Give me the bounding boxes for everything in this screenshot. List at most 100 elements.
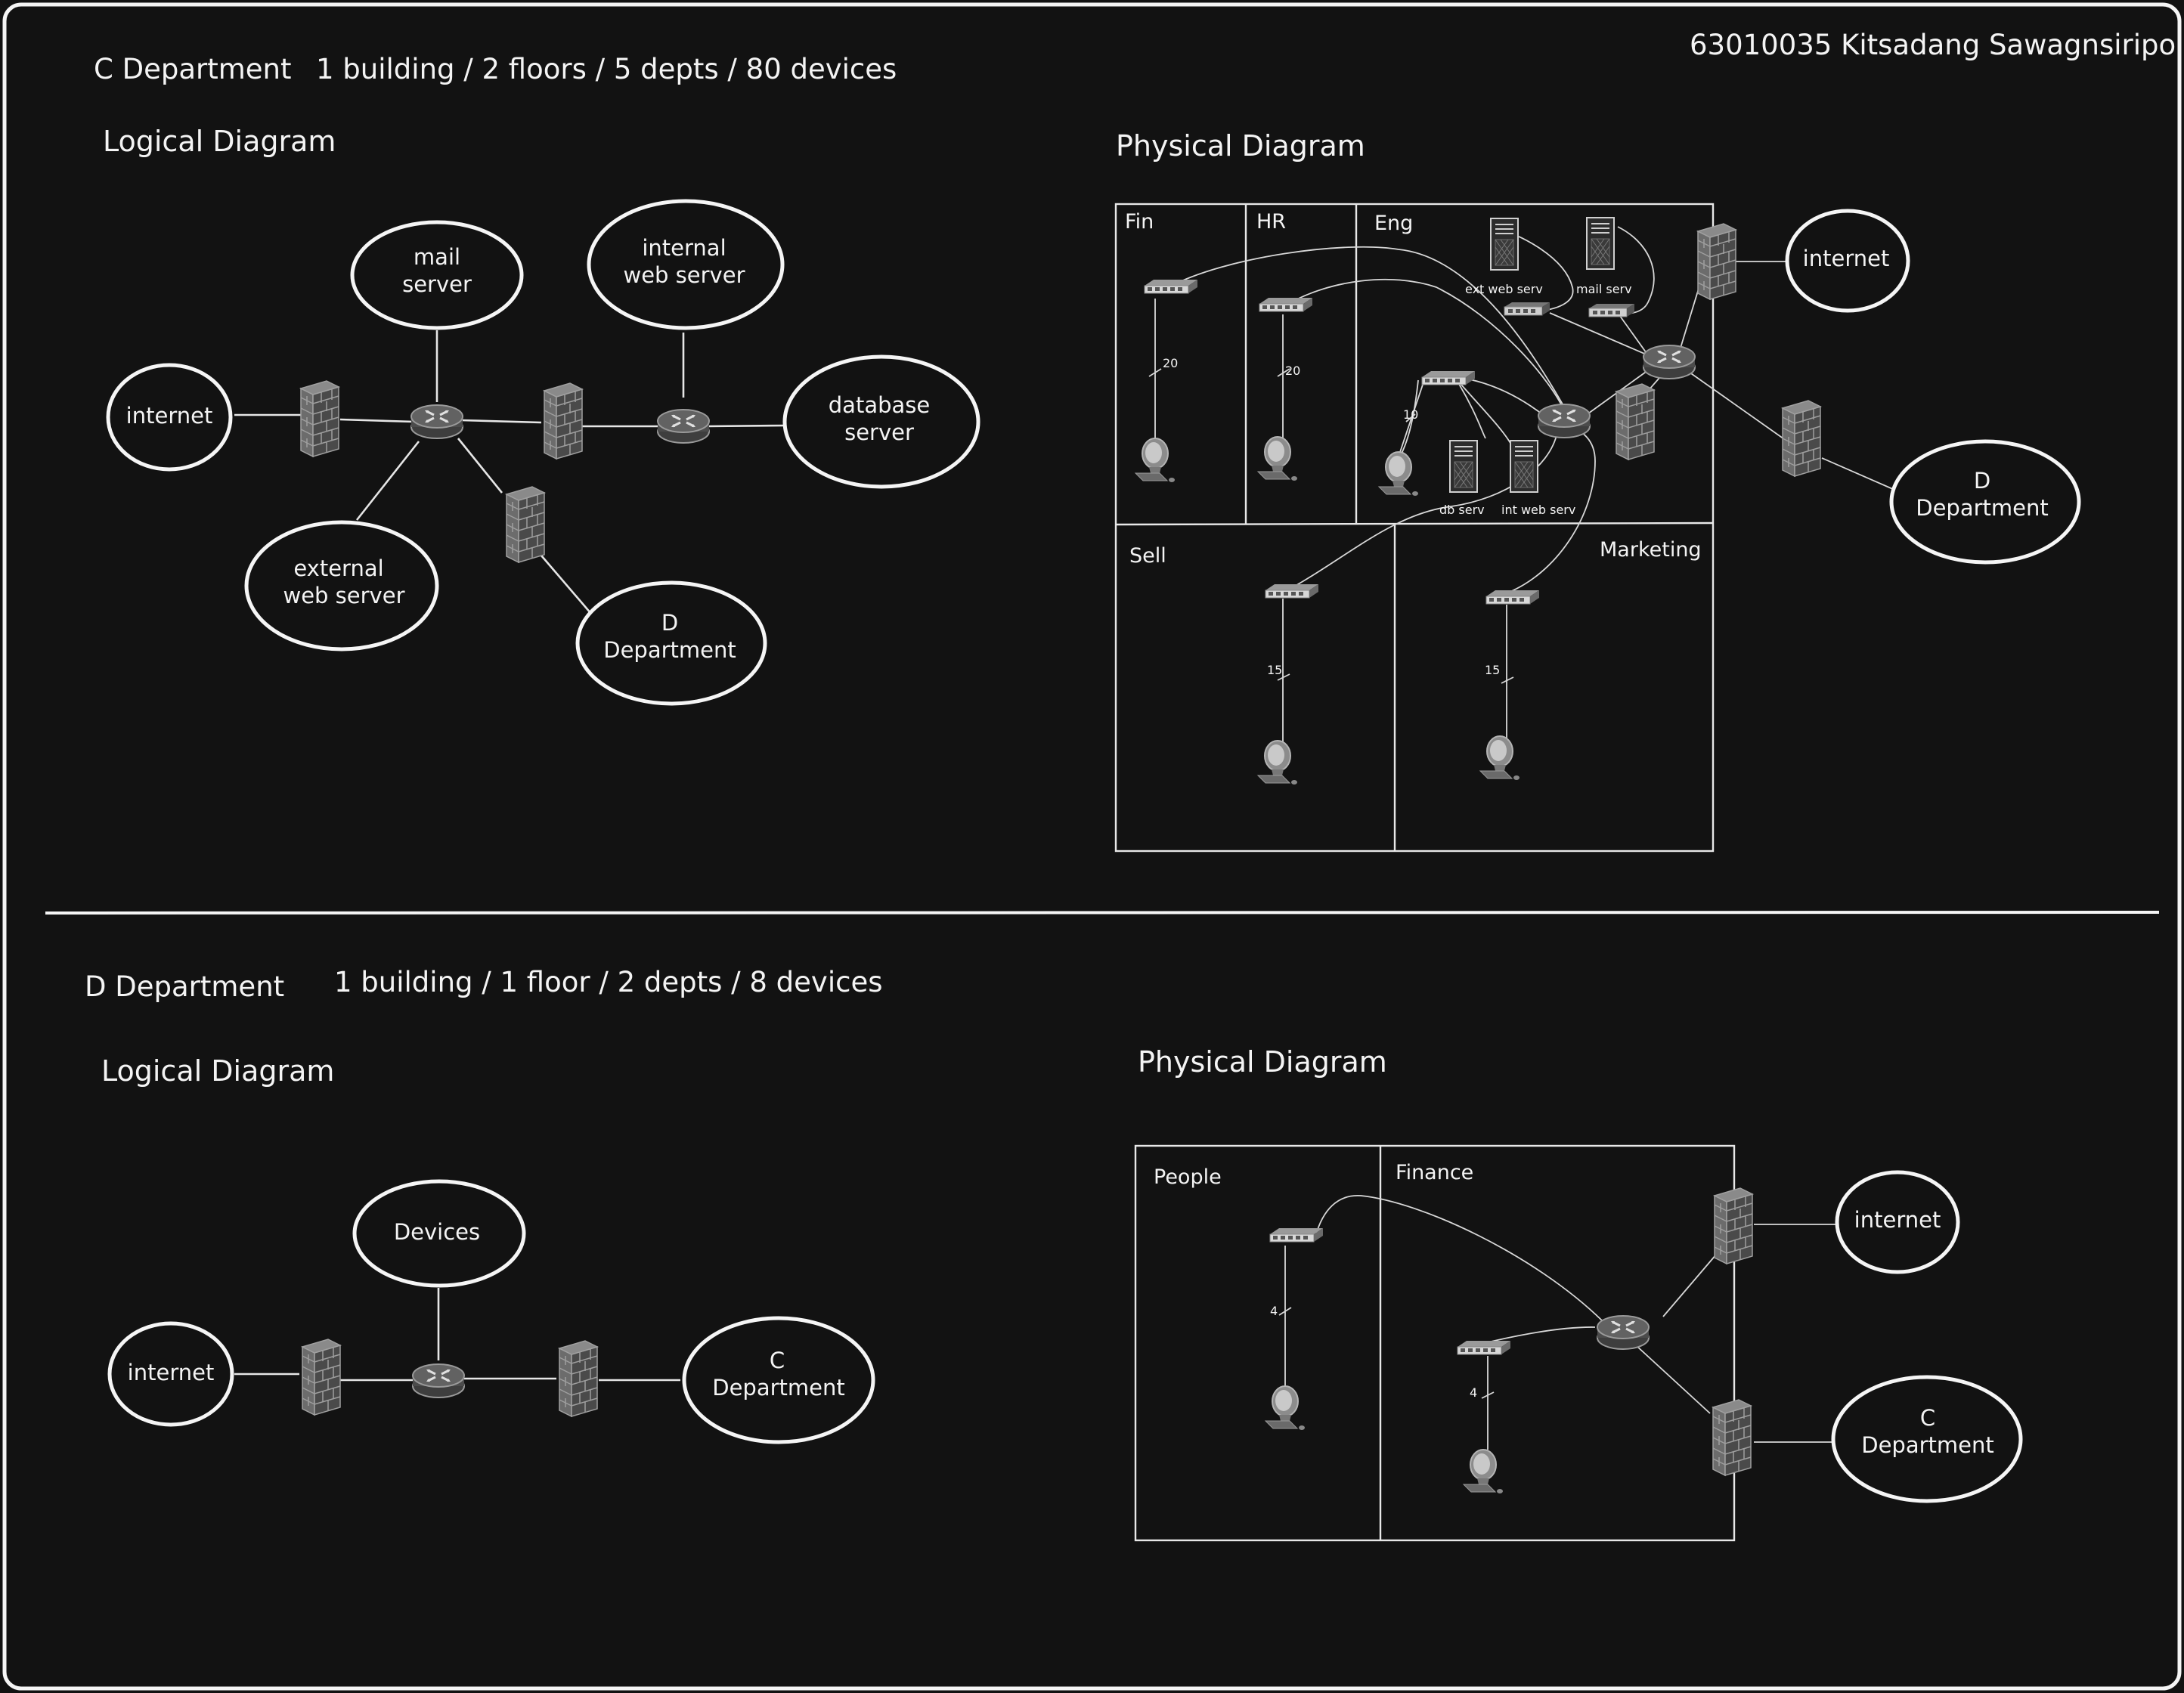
computer-icon	[1135, 438, 1176, 483]
router-icon	[411, 1363, 466, 1399]
node-label-line1: mail	[414, 244, 460, 270]
c-logical-diagram: mail server internal web server internet…	[106, 199, 980, 706]
firewall-icon	[1714, 1187, 1753, 1264]
room-hr-label: HR	[1256, 210, 1286, 234]
int-web-serv-label: int web serv	[1501, 503, 1575, 517]
node-label-line2: Department	[712, 1375, 845, 1401]
node-label: internet	[128, 1360, 215, 1385]
switch-icon	[1265, 583, 1319, 599]
d-logical-diagram: Devices internet C Department	[107, 1179, 875, 1444]
node-label-line1: internal	[642, 235, 726, 261]
firewall-icon	[506, 486, 545, 563]
switch-icon	[1144, 279, 1198, 294]
c-department-summary: 1 building / 2 floors / 5 depts / 80 dev…	[316, 53, 897, 85]
computer-icon	[1257, 436, 1298, 481]
room-fin-label: Fin	[1125, 210, 1154, 234]
room-finance-label: Finance	[1396, 1161, 1473, 1184]
finance-device-count: 4	[1470, 1385, 1477, 1400]
section-divider	[45, 911, 2160, 915]
computer-icon	[1479, 735, 1520, 781]
computer-icon	[1378, 451, 1419, 497]
d-building-outline	[1134, 1144, 1736, 1542]
computer-icon	[1257, 740, 1298, 785]
d-department-summary: 1 building / 1 floor / 2 depts / 8 devic…	[334, 966, 883, 998]
firewall-icon	[1782, 400, 1821, 477]
rack-server-icon	[1504, 302, 1550, 316]
node-label: Devices	[394, 1219, 480, 1245]
c-department-title: C Department	[94, 53, 292, 85]
node-label-line2: web server	[624, 262, 745, 288]
node-label-line1: D	[1974, 468, 1990, 494]
node-label-line1: D	[661, 610, 678, 636]
d-physical-c-department-node: C Department	[1831, 1375, 2023, 1503]
switch-icon	[1269, 1227, 1324, 1243]
node-label-line1: database	[829, 392, 930, 418]
firewall-icon	[544, 382, 583, 460]
d-department-title: D Department	[85, 970, 284, 1003]
sell-device-count: 15	[1267, 663, 1282, 677]
firewall-icon	[1697, 223, 1736, 300]
server-icon	[1449, 440, 1478, 493]
firewall-icon	[300, 380, 339, 457]
c-physical-d-department-node: D Department	[1889, 439, 2081, 565]
d-c-department-node: C Department	[682, 1316, 875, 1444]
room-marketing-label: Marketing	[1600, 538, 1702, 562]
fin-device-count: 20	[1163, 356, 1178, 370]
room-people-label: People	[1154, 1165, 1222, 1189]
router-icon	[410, 404, 464, 440]
c-physical-internet-node: internet	[1785, 209, 1910, 313]
firewall-icon	[1616, 383, 1655, 460]
people-device-count: 4	[1270, 1304, 1278, 1318]
c-database-server-node: database server	[782, 354, 980, 489]
router-icon	[1642, 344, 1696, 380]
d-physical-diagram: People Finance 4 4 internet C	[1134, 1144, 2023, 1542]
node-label-line1: external	[293, 556, 383, 581]
switch-icon	[1457, 1340, 1511, 1355]
c-physical-heading: Physical Diagram	[1116, 129, 1365, 162]
room-eng-label: Eng	[1374, 212, 1413, 235]
node-label-line2: server	[844, 419, 914, 445]
c-internal-web-server-node: internal web server	[587, 199, 785, 330]
node-label-line2: Department	[603, 637, 736, 663]
node-label-line1: C	[770, 1348, 785, 1373]
rack-server-icon	[1588, 303, 1635, 317]
firewall-icon	[559, 1340, 598, 1417]
node-label-line2: web server	[283, 583, 405, 608]
router-icon	[656, 408, 711, 444]
mail-serv-label: mail serv	[1576, 282, 1632, 296]
d-physical-internet-node: internet	[1835, 1170, 1960, 1274]
switch-icon	[1421, 370, 1476, 385]
c-physical-diagram: Fin HR Eng Sell Marketing	[1114, 203, 2081, 853]
c-mail-server-node: mail server	[350, 220, 524, 330]
d-internet-node: internet	[107, 1321, 234, 1427]
switch-icon	[1485, 590, 1540, 605]
c-logical-heading: Logical Diagram	[103, 125, 336, 158]
computer-icon	[1463, 1449, 1504, 1494]
c-internet-node: internet	[106, 363, 233, 472]
node-label: internet	[1854, 1207, 1941, 1233]
server-icon	[1510, 440, 1538, 493]
d-devices-node: Devices	[352, 1179, 526, 1288]
d-physical-heading: Physical Diagram	[1138, 1045, 1387, 1079]
ext-web-serv-label: ext web serv	[1465, 282, 1543, 296]
node-label-line2: Department	[1916, 495, 2049, 521]
author-label: 63010035 Kitsadang Sawagnsiripol	[1690, 29, 2183, 61]
d-logical-heading: Logical Diagram	[101, 1054, 334, 1088]
node-label-line1: C	[1920, 1405, 1935, 1431]
firewall-icon	[302, 1339, 341, 1416]
node-label-line2: server	[402, 271, 472, 297]
server-icon	[1490, 218, 1519, 271]
c-building-outline	[1114, 203, 1715, 853]
node-label-line2: Department	[1861, 1432, 1994, 1458]
firewall-icon	[1712, 1399, 1752, 1476]
db-serv-label: db serv	[1439, 503, 1485, 517]
node-label: internet	[126, 403, 213, 429]
switch-icon	[1259, 297, 1313, 312]
server-icon	[1586, 217, 1615, 270]
marketing-device-count: 15	[1485, 663, 1500, 677]
computer-icon	[1265, 1385, 1306, 1431]
router-icon	[1537, 403, 1591, 439]
hr-device-count: 20	[1285, 364, 1300, 378]
